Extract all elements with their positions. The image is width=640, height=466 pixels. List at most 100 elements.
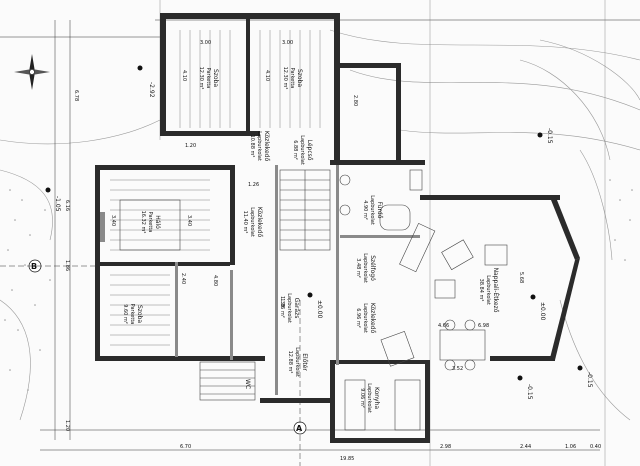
- room-area: 12.30 m²: [282, 67, 288, 90]
- room-label: Előtér Lapburkolat 12.88 m²: [287, 347, 308, 377]
- room-label: Közlekedő Lapburkolat 10.88 m²: [249, 131, 270, 162]
- dim-label: 5.68: [518, 272, 524, 283]
- room-name: WC: [244, 379, 251, 389]
- dim-label: 1.06: [565, 444, 576, 450]
- dim-label: 6.70: [180, 444, 191, 450]
- dim-label: 2.98: [440, 444, 451, 450]
- level-marker-icons: [45, 65, 583, 381]
- room-floor: Lapburkolat: [485, 275, 491, 305]
- level-label: -0.15: [586, 372, 593, 388]
- dim-label: 19.85: [340, 456, 354, 462]
- room-name: Szoba: [296, 69, 303, 87]
- room-floor: Lapburkolat: [362, 253, 368, 283]
- bottom-dimensions: 19.85 6.70 2.98 2.44 1.06 0.40: [180, 444, 601, 462]
- room-floor: Parketta: [129, 304, 135, 325]
- dim-label: 6.98: [478, 323, 489, 329]
- walls: [95, 13, 580, 443]
- level-label: ±0.00: [316, 300, 323, 319]
- room-area: 6.88 m²: [292, 140, 298, 160]
- staircase: [199, 169, 331, 401]
- level-labels: -2.92 -0.15 -1.05 ±0.00 ±0.00 -0.15 -0.1…: [54, 82, 593, 400]
- room-floor: Lapburkolat: [369, 195, 375, 225]
- room-area: 9.60 m²: [122, 304, 128, 324]
- room-label: Lépcső Lapburkolat 6.88 m²: [292, 135, 313, 165]
- room-label: Nappali-Étkező Lapburkolat 38.84 m²: [478, 268, 500, 313]
- left-dimensions: 6.78 6.16 1.86 1.20: [64, 90, 79, 431]
- dim-label: 1.20: [185, 143, 196, 149]
- room-name: Szélfogó: [369, 255, 376, 281]
- room-area: 38.84 m²: [478, 279, 484, 302]
- dim-label: 1.86: [64, 260, 70, 271]
- room-floor: Parketta: [205, 68, 211, 89]
- level-label: -0.15: [546, 128, 553, 144]
- level-label: -2.92: [148, 82, 155, 98]
- room-label: Háló Parketta 16.32 m²: [140, 211, 161, 234]
- room-area: 6.96 m²: [355, 308, 361, 328]
- room-name: Garázs: [293, 298, 300, 319]
- north-arrow-icon: [14, 54, 50, 90]
- room-name: Közlekedő: [256, 207, 263, 238]
- level-label: -1.05: [54, 196, 61, 212]
- room-label: WC: [244, 379, 251, 389]
- room-area: 16.32 m²: [140, 211, 146, 234]
- room-floor: Lapburkolat: [256, 131, 262, 161]
- room-label: Szélfogó Lapburkolat 3.48 m²: [355, 253, 376, 283]
- level-label: ±0.00: [539, 302, 546, 321]
- room-name: Előtér: [301, 353, 308, 371]
- room-area: 11.40 m²: [242, 211, 248, 234]
- room-label: Szoba Parketta 12.30 m²: [198, 67, 219, 90]
- room-name: Közlekedő: [369, 303, 376, 334]
- dim-label: 6.78: [73, 90, 79, 101]
- room-label: Fürdő Lapburkolat 4.90 m²: [362, 195, 383, 225]
- inner-dimensions: 3.00 3.00 4.10 4.10 3.40 3.40 1.20 2.80 …: [110, 40, 524, 372]
- room-floor: Lapburkolat: [286, 293, 292, 323]
- dim-label: 2.80: [352, 95, 358, 106]
- room-floor: Parketta: [289, 68, 295, 89]
- room-area: 1.36 m²: [279, 298, 285, 318]
- garden-texture-right: [609, 179, 633, 261]
- dim-label: 3.00: [282, 40, 293, 46]
- room-name: Fürdő: [376, 202, 383, 219]
- dim-label: 4.66: [438, 323, 449, 329]
- dim-label: 1.20: [64, 420, 70, 431]
- room-name: Közlekedő: [263, 131, 270, 162]
- level-label: -0.15: [526, 384, 533, 400]
- dim-label: 2.44: [520, 444, 531, 450]
- room-label: Szoba Parketta 12.30 m²: [282, 67, 303, 90]
- room-floor: Parketta: [147, 212, 153, 233]
- garden-texture-left: [4, 189, 51, 391]
- dim-label: 4.10: [181, 70, 187, 81]
- parquet-hatching: [110, 30, 321, 346]
- room-area: 4.90 m²: [362, 200, 368, 220]
- room-label: Konyha Lapburkolat 9.06 m²: [359, 383, 380, 413]
- room-floor: Lapburkolat: [366, 383, 372, 413]
- dim-label: 4.10: [264, 70, 270, 81]
- room-floor: Lapburkolat: [362, 303, 368, 333]
- room-area: 12.88 m²: [287, 351, 293, 374]
- dim-label: 3.40: [186, 215, 192, 226]
- room-label: Szoba Parketta 9.60 m²: [122, 304, 143, 325]
- room-name: Háló: [154, 215, 161, 229]
- room-floor: Lapburkolat: [294, 347, 300, 377]
- dim-label: 3.40: [110, 215, 116, 226]
- room-area: 9.06 m²: [359, 388, 365, 408]
- room-name: Lépcső: [306, 140, 313, 161]
- room-area: 10.88 m²: [249, 135, 255, 158]
- dim-label: 1.38: [279, 296, 285, 307]
- section-mark-b: B: [31, 262, 37, 271]
- room-floor: Lapburkolat: [249, 207, 255, 237]
- dim-label: 3.00: [200, 40, 211, 46]
- room-label: Közlekedő Lapburkolat 6.96 m²: [355, 303, 376, 334]
- dim-label: 4.80: [212, 275, 218, 286]
- room-name: Nappali-Étkező: [492, 268, 500, 313]
- dim-label: 3.52: [452, 366, 463, 372]
- furniture: [119, 169, 508, 431]
- room-area: 12.30 m²: [198, 67, 204, 90]
- room-name: Szoba: [212, 69, 219, 87]
- room-label: Garázs Lapburkolat 1.36 m²: [279, 293, 300, 323]
- dim-label: 0.40: [590, 444, 601, 450]
- section-mark-a: A: [296, 424, 303, 433]
